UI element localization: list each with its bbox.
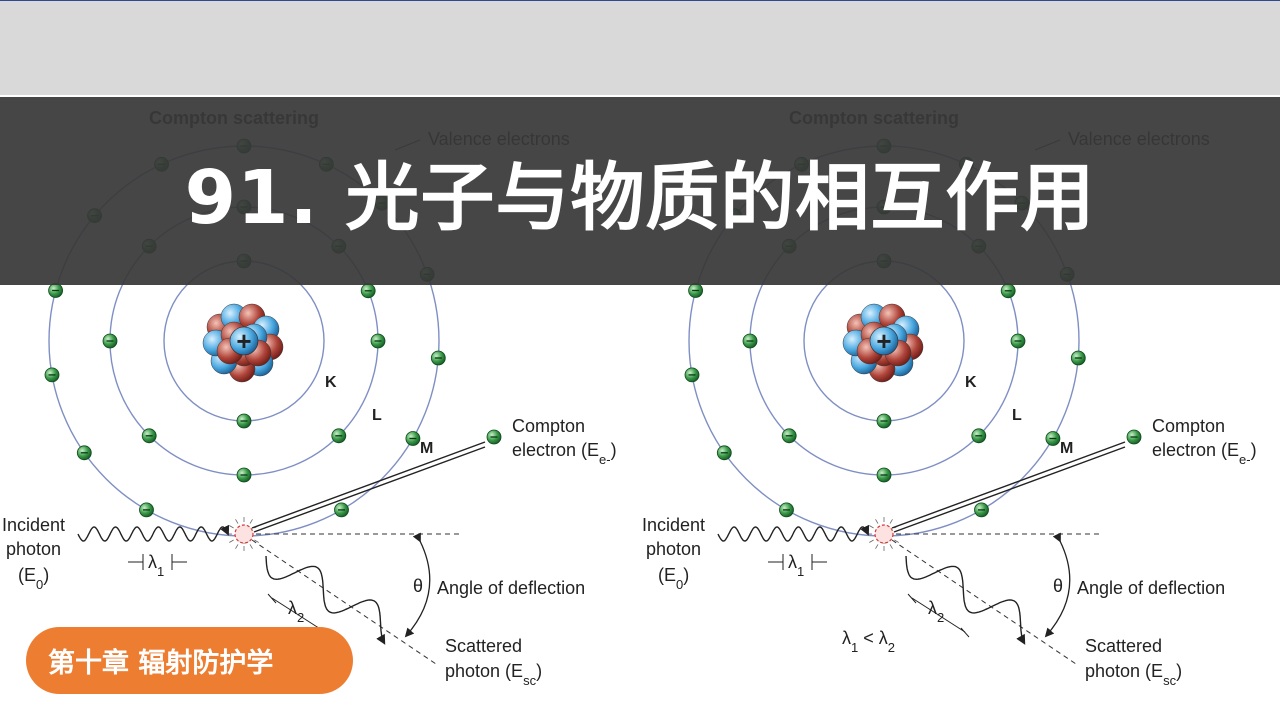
incident-photon-label: photon: [6, 539, 61, 559]
lambda2-label: λ2: [928, 598, 944, 625]
title-banner: [0, 97, 1280, 285]
lambda2-bar: [911, 597, 966, 633]
interaction-point: [874, 524, 894, 544]
burst-ray: [235, 544, 239, 549]
diagram-panel-left: +Compton scatteringValence electronsKLMC…: [2, 108, 617, 688]
incident-photon-label: Incident: [2, 515, 65, 535]
header-band: [0, 0, 1280, 95]
scatter-line: [251, 539, 437, 665]
shell-label-k: K: [965, 374, 977, 391]
compton-electron-label: electron (Ee-): [1152, 440, 1257, 467]
incident-photon-wave: [77, 524, 230, 542]
burst-ray: [889, 544, 893, 549]
incident-photon-label: photon: [646, 539, 701, 559]
electron-track: [893, 446, 1126, 533]
scatter-line: [891, 539, 1077, 665]
lambda2-label: λ2: [288, 598, 304, 625]
scattered-photon-label: photon (Esc): [445, 661, 542, 688]
electron-track: [253, 446, 486, 533]
burst-ray: [235, 519, 239, 524]
angle-arc: [404, 532, 431, 638]
electron-track: [251, 441, 486, 529]
burst-ray: [875, 544, 879, 549]
nucleus-sign: +: [876, 326, 891, 356]
electron-track: [891, 441, 1126, 529]
scattered-photon-wave: [265, 555, 386, 645]
burst-ray: [869, 539, 874, 543]
shell-label-k: K: [325, 374, 337, 391]
chapter-badge: 第十章 辐射防护学: [26, 627, 353, 694]
burst-ray: [875, 519, 879, 524]
scattered-photon-wave: [905, 555, 1026, 645]
scattered-photon-label: Scattered: [1085, 636, 1162, 656]
nucleus-sign: +: [236, 326, 251, 356]
burst-ray: [254, 539, 259, 543]
burst-ray: [869, 525, 874, 529]
theta-label: θ: [1053, 576, 1063, 596]
lambda2-tick: [960, 627, 970, 638]
angle-label: Angle of deflection: [437, 578, 585, 598]
nucleus-center: [869, 326, 899, 356]
burst-ray: [889, 519, 893, 524]
burst-ray: [249, 519, 253, 524]
burst-ray: [894, 539, 899, 543]
incident-photon-label: Incident: [642, 515, 705, 535]
angle-label: Angle of deflection: [1077, 578, 1225, 598]
angle-arc: [1044, 532, 1071, 638]
scattered-photon-label: Scattered: [445, 636, 522, 656]
shell-label-m: M: [420, 440, 433, 457]
lambda2-tick: [267, 593, 277, 604]
lambda2-tick: [907, 593, 917, 604]
nucleus-center: [229, 326, 259, 356]
incident-photon-wave: [717, 524, 870, 542]
lambda2-bar: [271, 597, 326, 633]
lambda-relation-label: λ1 < λ2: [842, 628, 895, 655]
incident-photon-label: (E0): [658, 565, 689, 592]
theta-label: θ: [413, 576, 423, 596]
lambda1-label: λ1: [148, 552, 164, 579]
compton-electron-label: Compton: [1152, 416, 1225, 436]
burst-ray: [229, 539, 234, 543]
shell-label-l: L: [372, 407, 382, 424]
burst-ray: [249, 544, 253, 549]
scattered-photon-label: photon (Esc): [1085, 661, 1182, 688]
slide-title: 91. 光子与物质的相互作用: [184, 154, 1096, 241]
lambda1-label: λ1: [788, 552, 804, 579]
shell-label-l: L: [1012, 407, 1022, 424]
incident-photon-label: (E0): [18, 565, 49, 592]
interaction-point: [234, 524, 254, 544]
shell-label-m: M: [1060, 440, 1073, 457]
compton-electron-label: electron (Ee-): [512, 440, 617, 467]
compton-electron-label: Compton: [512, 416, 585, 436]
burst-ray: [229, 525, 234, 529]
